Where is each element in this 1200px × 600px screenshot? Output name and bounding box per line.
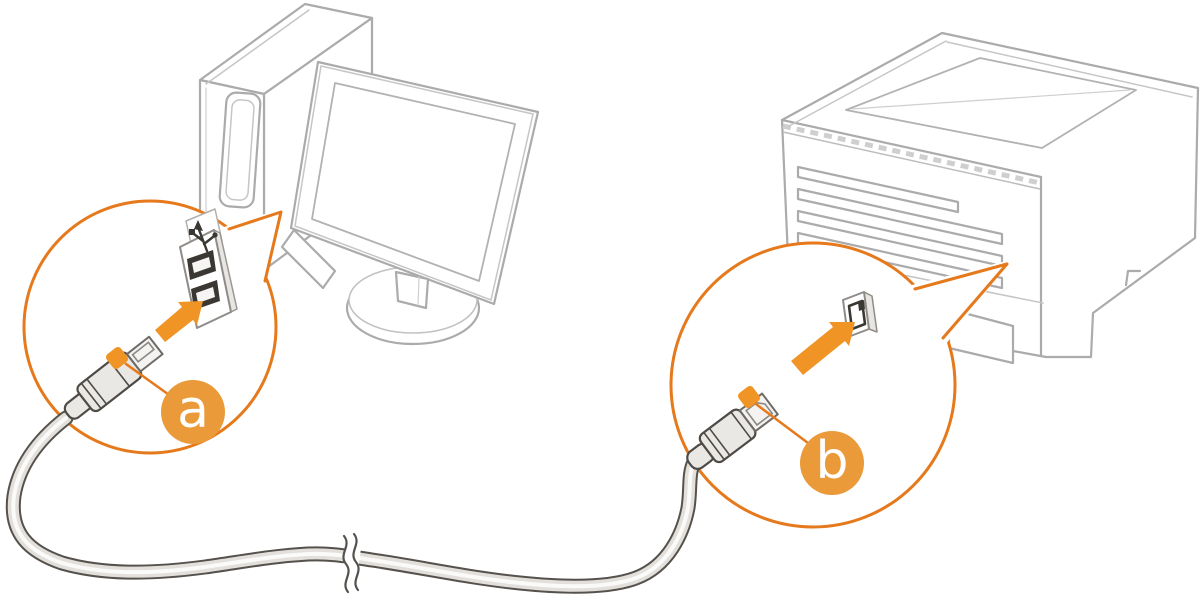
- computer-monitor: [280, 60, 540, 346]
- insert-arrow-a-icon: [155, 301, 203, 342]
- callout-marker-b: [737, 385, 761, 409]
- monitor-stand-arm: [280, 228, 337, 290]
- insert-arrow-b-icon: [791, 322, 855, 375]
- callout-ring-b: [669, 241, 957, 529]
- callout-circle-b: [669, 241, 1010, 529]
- usb-connector-b: [686, 392, 779, 470]
- label-badge-b: b: [800, 431, 864, 495]
- monitor-neck: [394, 270, 430, 310]
- usb-connector-a: [63, 335, 164, 420]
- printer-handle-notch: [1124, 269, 1142, 287]
- badge-b-letter: b: [815, 431, 848, 491]
- monitor-screen: [311, 82, 516, 282]
- callout-pointer-a: [227, 210, 283, 283]
- leader-line-a: [124, 362, 174, 399]
- callout-marker-a: [105, 346, 129, 370]
- leader-line-b: [754, 402, 810, 445]
- printer-output-recess: [845, 57, 1137, 149]
- printer-details: [780, 40, 1193, 358]
- label-badge-a: a: [161, 380, 225, 444]
- callout-pointer-b: [913, 262, 1009, 340]
- computer-usb-port-panel: [179, 208, 238, 329]
- tower-drive-slot: [218, 91, 262, 209]
- monitor-frame: [289, 60, 540, 306]
- usb-trident-icon: [189, 220, 218, 253]
- badge-a-letter: a: [177, 380, 209, 440]
- usb-port-a-upper: [187, 250, 216, 280]
- cable-break-icon: [340, 532, 363, 594]
- usb-cable: [5, 410, 702, 594]
